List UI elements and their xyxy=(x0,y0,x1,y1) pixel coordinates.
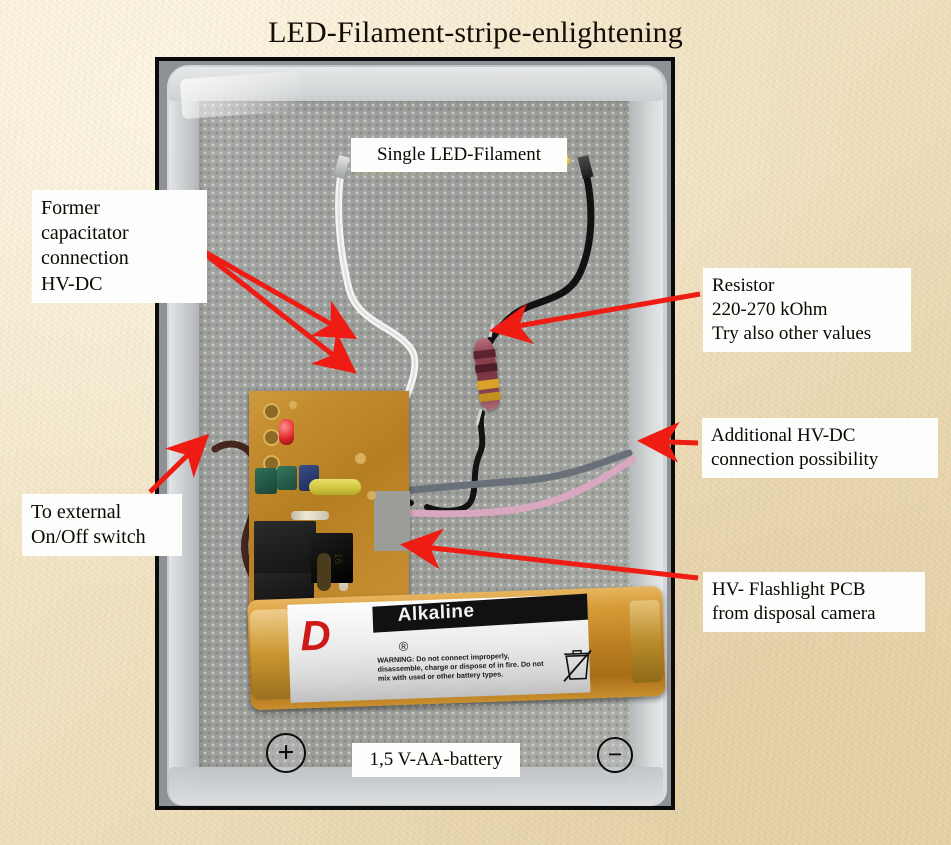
aa-battery: D Alkaline ® WARNING: Do not connect imp… xyxy=(247,585,666,718)
battery-brand-logo: D xyxy=(299,611,328,660)
battery-positive-end xyxy=(249,608,291,701)
callout-resistor: Resistor 220-270 kOhm Try also other val… xyxy=(703,268,911,352)
pcb-notch-cutout xyxy=(374,491,410,551)
callout-battery: 1,5 V-AA-battery xyxy=(352,743,520,777)
battery-type-text: Alkaline xyxy=(397,600,475,627)
green-capacitor xyxy=(255,468,277,494)
page-title: LED-Filament-stripe-enlightening xyxy=(268,16,683,49)
pcb-hole xyxy=(263,403,280,420)
circuit-photo: 16 D Alkaline ® WARNING: Do not connect … xyxy=(155,57,675,810)
green-capacitor xyxy=(277,466,297,490)
callout-additional-hv: Additional HV-DC connection possibility xyxy=(702,418,938,478)
callout-hv-pcb: HV- Flashlight PCB from disposal camera xyxy=(703,572,925,632)
pcb-slot xyxy=(317,553,331,591)
red-led-indicator xyxy=(279,419,294,445)
pcb-resistor xyxy=(291,511,329,520)
pcb-hole xyxy=(263,429,280,446)
callout-single-filament: Single LED-Filament xyxy=(351,138,567,172)
resistor-band-2 xyxy=(474,362,498,374)
resistor-band-1 xyxy=(473,348,496,360)
transformer-block xyxy=(254,521,316,579)
pcb-pad xyxy=(355,453,366,464)
yellow-capacitor xyxy=(309,479,361,495)
resistor-band-3 xyxy=(476,378,500,391)
battery-negative-end xyxy=(629,599,663,683)
resistor-band-4 xyxy=(478,391,502,403)
battery-minus-marker: − xyxy=(597,737,633,773)
pcb-hole xyxy=(263,455,280,472)
crossed-out-bin-icon xyxy=(563,649,592,682)
battery-registered-mark: ® xyxy=(398,638,409,655)
pcb-pad xyxy=(367,491,376,500)
pcb-pad xyxy=(289,401,297,409)
callout-former-capacitor: Former capacitator connection HV-DC xyxy=(32,190,207,303)
pcb-silkscreen-label: 16 xyxy=(332,553,343,565)
callout-external-switch: To external On/Off switch xyxy=(22,494,182,557)
battery-plus-marker: + xyxy=(266,733,306,773)
